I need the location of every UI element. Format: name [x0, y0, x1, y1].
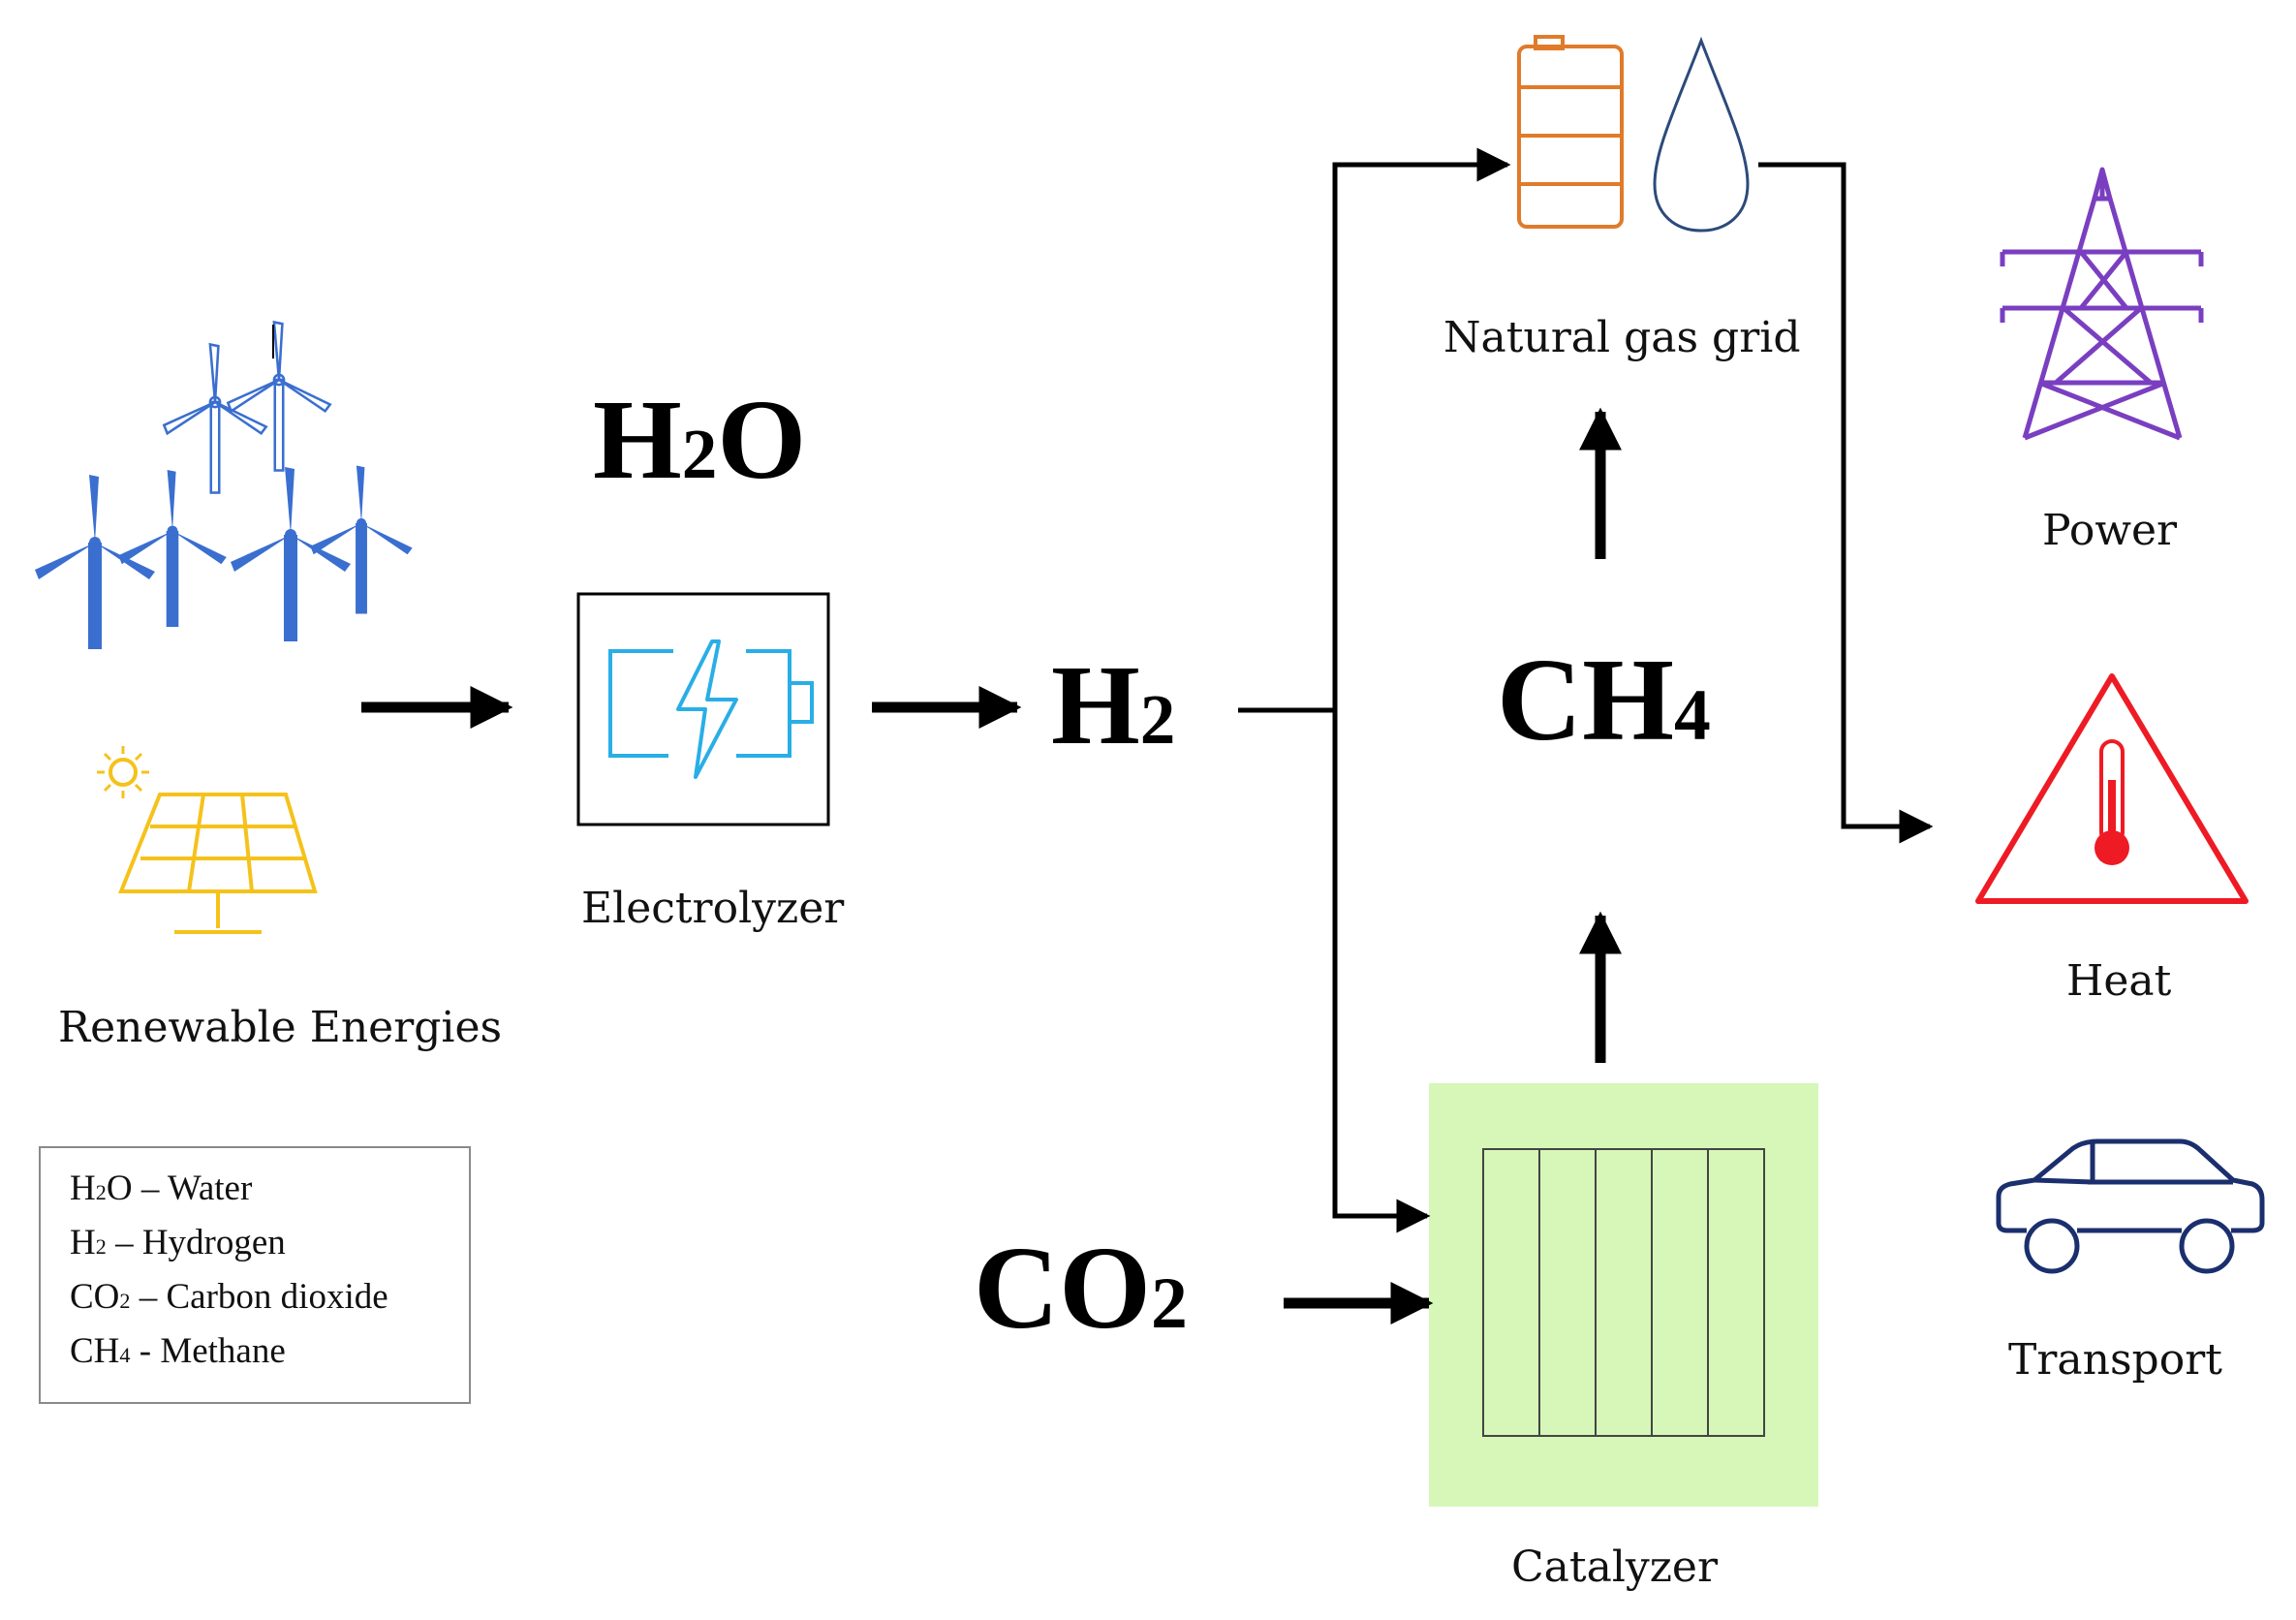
- flow-arrows: [361, 147, 1934, 1324]
- legend-item-water: H2O – Water: [70, 1168, 253, 1208]
- electrolyzer-box: [576, 592, 830, 826]
- transport-label: Transport: [2008, 1335, 2222, 1385]
- h2o-formula: H2O: [593, 376, 807, 503]
- co2-formula: CO2: [974, 1223, 1188, 1354]
- power-tower-icon: [2000, 167, 2204, 441]
- ch4-formula: CH4: [1497, 635, 1711, 765]
- arrow-h2-to-catalyzer: [1332, 710, 1431, 1233]
- gas-drop-icon: [1653, 36, 1750, 233]
- h2-formula: H2: [1051, 641, 1176, 768]
- arrow-gas-grid-to-heat: [1758, 162, 1934, 844]
- solar-panel-icon: [97, 746, 318, 934]
- catalyzer-box: [1429, 1083, 1818, 1507]
- renewable-energies-label: Renewable Energies: [58, 1003, 503, 1052]
- car-icon: [1996, 1138, 2265, 1274]
- legend-item-methane: CH4 - Methane: [70, 1331, 286, 1371]
- legend-item-carbon-dioxide: CO2 – Carbon dioxide: [70, 1277, 388, 1317]
- heat-label: Heat: [2066, 956, 2172, 1006]
- legend-item-hydrogen: H2 – Hydrogen: [70, 1223, 286, 1262]
- power-label: Power: [2042, 506, 2178, 555]
- heat-warning-icon: [1975, 673, 2249, 904]
- arrow-h2-to-gas-grid: [1332, 147, 1511, 710]
- battery-charging-icon: [608, 639, 814, 779]
- electrolyzer-label: Electrolyzer: [581, 884, 845, 933]
- wind-turbine-icon: [35, 321, 413, 649]
- natural-gas-grid-label: Natural gas grid: [1443, 313, 1801, 362]
- legend-box: H2O – Water H2 – Hydrogen CO2 – Carbon d…: [39, 1146, 471, 1404]
- catalyzer-label: Catalyzer: [1511, 1542, 1718, 1592]
- oil-barrel-icon: [1517, 35, 1624, 229]
